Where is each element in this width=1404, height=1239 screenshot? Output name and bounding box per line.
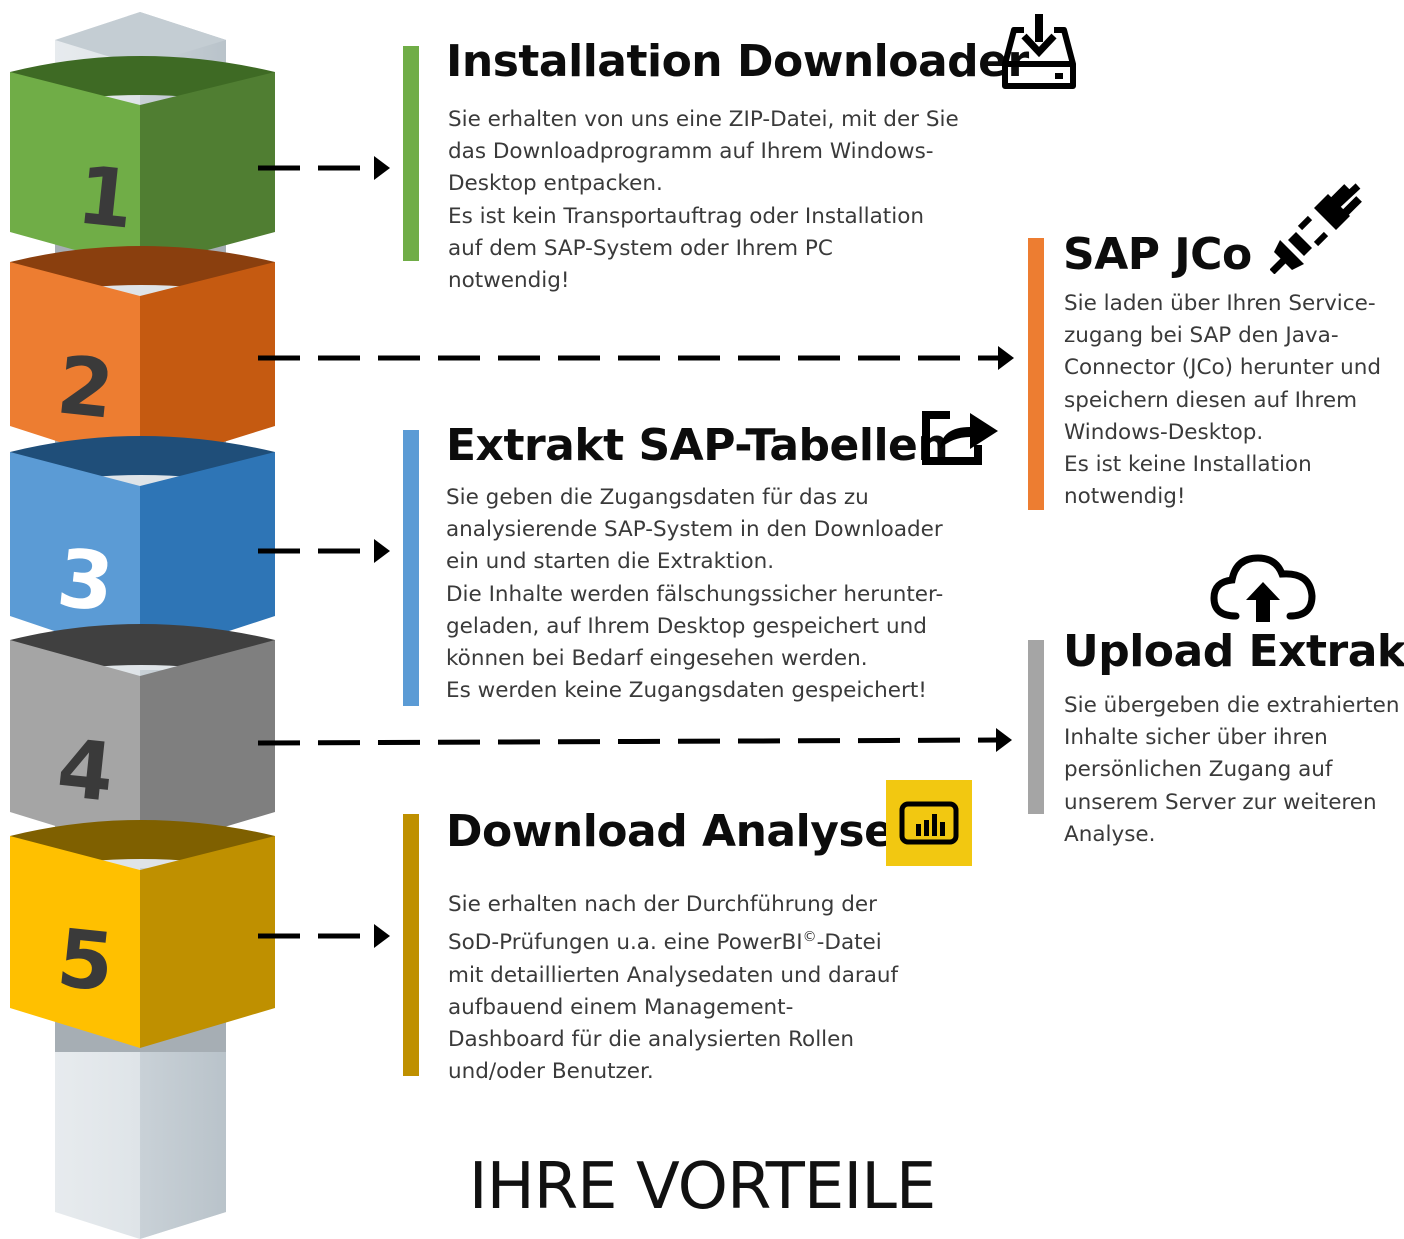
step-5-text-rest: -Datei mit detaillierten Analysedaten un…	[448, 930, 899, 1085]
accent-bar-step-1	[403, 46, 419, 261]
step-number-1: 1	[73, 148, 138, 246]
arrowhead-2	[998, 346, 1014, 370]
arrowhead-1	[374, 156, 390, 180]
plug-disconnect-icon	[1270, 183, 1362, 274]
download-tray-icon	[1002, 14, 1076, 89]
step-3-title: Extrakt SAP-Tabellen	[446, 420, 949, 471]
band-5	[10, 820, 275, 1048]
arrowhead-4	[996, 728, 1012, 752]
accent-bar-step-5	[403, 814, 419, 1076]
step-5-description: Sie erhalten nach der Durchführung der S…	[448, 889, 988, 1088]
accent-bar-step-3	[403, 430, 419, 706]
arrowhead-5	[374, 924, 390, 948]
step-5-title: Download Analyse	[446, 806, 894, 857]
share-export-icon	[922, 411, 998, 465]
step-3-description: Sie geben die Zugangsdaten für das zu an…	[446, 485, 944, 704]
accent-bar-step-4	[1028, 640, 1044, 814]
cloud-upload-icon	[1210, 554, 1316, 622]
footer-title: IHRE VORTEILE	[468, 1150, 937, 1224]
arrowhead-3	[374, 539, 390, 563]
step-1-title: Installation Downloader	[446, 36, 1029, 87]
band-2	[10, 246, 275, 468]
band-3	[10, 436, 275, 660]
band-1	[10, 56, 275, 268]
step-1-description: Sie erhalten von uns eine ZIP-Datei, mit…	[448, 107, 959, 294]
step-number-3: 3	[53, 531, 118, 629]
connector-arrow-4	[257, 737, 999, 746]
copyright-mark: ©	[802, 929, 817, 946]
step-number-5: 5	[53, 911, 118, 1009]
powerbi-icon	[886, 780, 972, 866]
step-number-2: 2	[53, 338, 118, 436]
band-4	[10, 624, 275, 852]
accent-bar-step-2	[1028, 238, 1044, 510]
step-2-title: SAP JCo	[1063, 229, 1252, 280]
step-4-title: Upload Extrakt	[1063, 626, 1404, 677]
step-2-description: Sie laden über Ihren Service- zugang bei…	[1064, 291, 1382, 510]
step-4-description: Sie übergeben die extrahierten Inhalte s…	[1064, 693, 1400, 847]
step-5-text-main: Sie erhalten nach der Durchführung der S…	[448, 892, 878, 956]
step-number-4: 4	[53, 721, 118, 819]
